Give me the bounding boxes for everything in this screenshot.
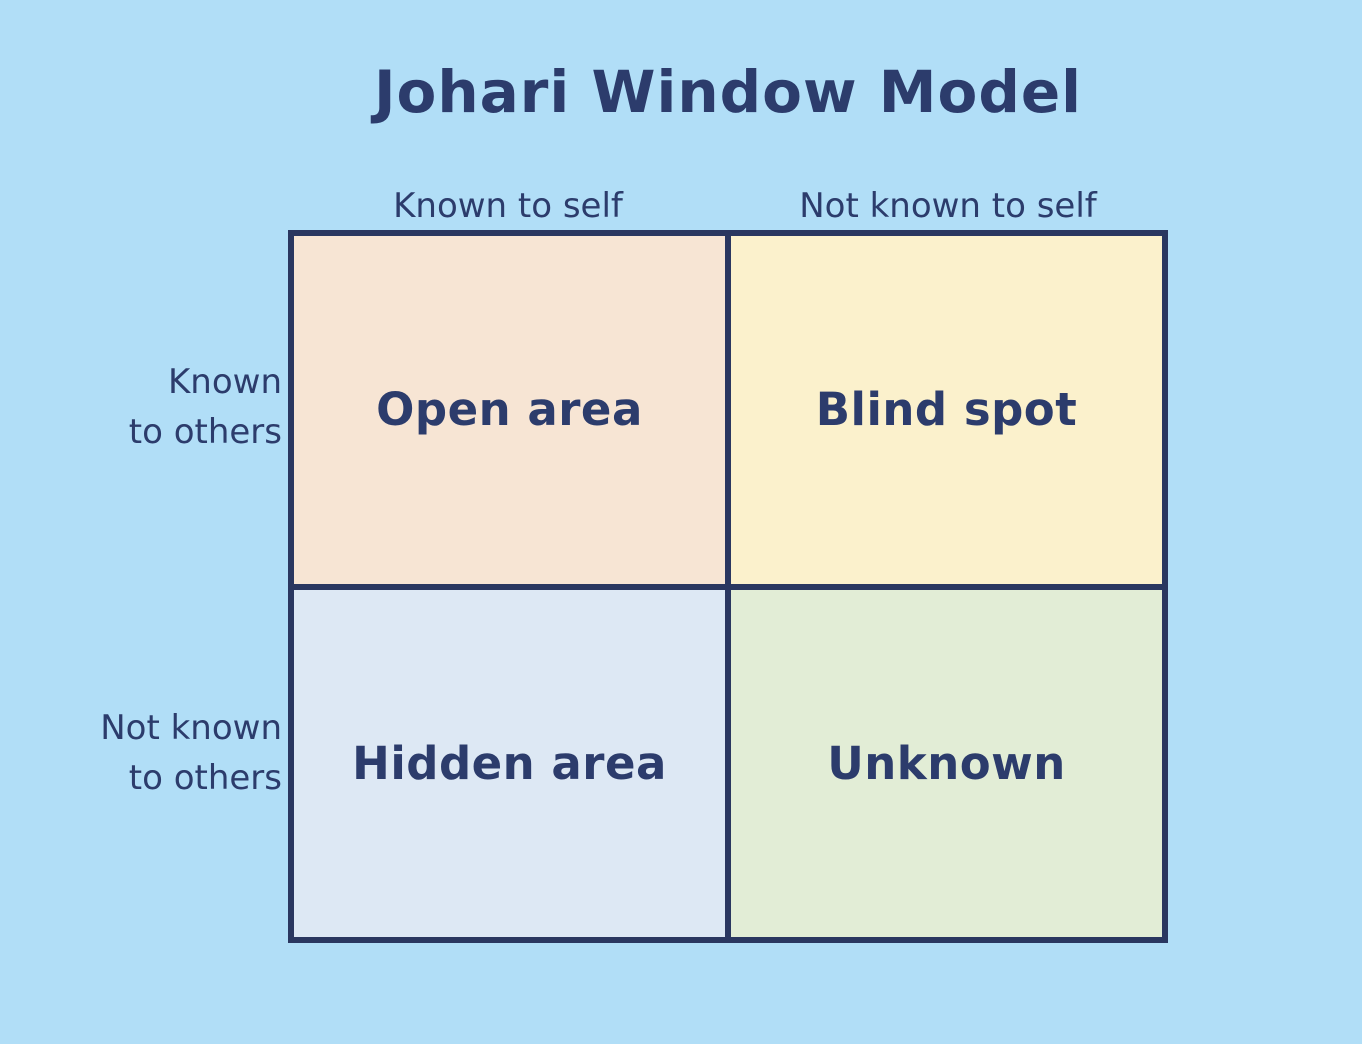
row-header-not-known-to-others: Not known to others (0, 703, 282, 803)
quadrant-open-area: Open area (294, 236, 725, 584)
quadrant-label-unknown: Unknown (827, 736, 1066, 790)
column-header-known-to-self: Known to self (393, 186, 623, 226)
row-header-known-to-others: Known to others (0, 357, 282, 457)
quadrant-hidden-area: Hidden area (294, 589, 725, 937)
quadrant-label-blind-spot: Blind spot (815, 383, 1078, 437)
row-header-line: Not known (100, 708, 282, 748)
row-header-line: to others (128, 758, 282, 798)
quadrant-blind-spot: Blind spot (731, 236, 1162, 584)
quadrant-unknown: Unknown (731, 589, 1162, 937)
diagram-title: Johari Window Model (373, 58, 1083, 126)
quadrant-label-hidden-area: Hidden area (352, 736, 667, 790)
row-header-line: Known (167, 362, 282, 402)
quadrant-grid: Open area Blind spot Hidden area Unknown (288, 230, 1168, 943)
quadrant-label-open-area: Open area (376, 383, 643, 437)
row-header-line: to others (128, 412, 282, 452)
column-header-not-known-to-self: Not known to self (799, 186, 1097, 226)
